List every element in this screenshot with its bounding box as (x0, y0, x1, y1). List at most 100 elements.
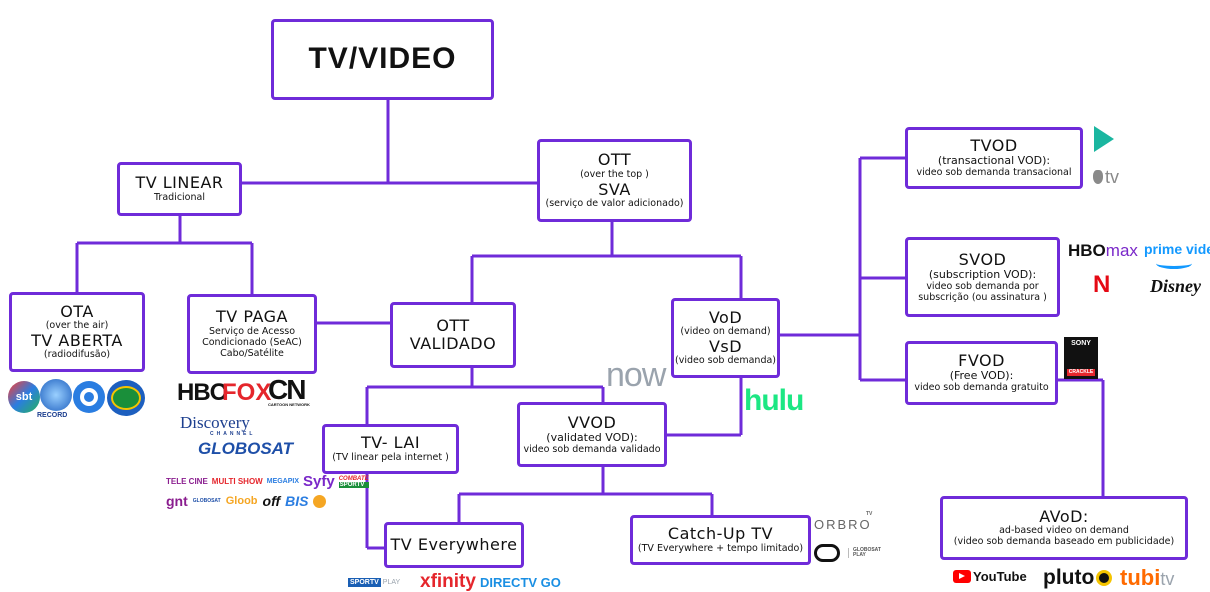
fvod-sub2: video sob demanda gratuito (914, 382, 1049, 394)
vvod-box: VVOD (validated VOD): video sob demanda … (517, 402, 667, 467)
tv-linear-sub: Tradicional (154, 191, 205, 203)
crackle-text: CRACKLE (1066, 369, 1096, 376)
ota-box: OTA (over the air) TV ABERTA (radiodifus… (9, 292, 145, 372)
directv-go-logo: DIRECTV GO (480, 575, 561, 590)
ott-sva-box: OTT (over the top ) SVA (serviço de valo… (537, 139, 692, 222)
globosat-logo: GLOBOSAT (198, 439, 294, 458)
combate-logo: COMBATE SPORTV (338, 476, 369, 488)
sva-title: SVA (598, 179, 631, 199)
record-text: RECORD (37, 412, 68, 419)
cn-sub-text: CARTOON NETWORK (268, 402, 310, 407)
title-box: TV/VIDEO (271, 19, 494, 100)
tv-aberta-title: TV ABERTA (31, 331, 123, 350)
avod-box: AVoD: ad-based video on demand (video so… (940, 496, 1188, 560)
pluto-text: pluto (1043, 566, 1095, 589)
globo-logo (73, 381, 105, 413)
gloob-logo: Gloob (225, 494, 258, 507)
hbo-max-max: max (1105, 241, 1138, 260)
tv-paga-sub2: Condicionado (SeAC) (202, 336, 302, 348)
sbt-text: sbt (15, 390, 33, 403)
ott-validado-box: OTT VALIDADO (390, 302, 516, 368)
hulu-logo: hulu (744, 384, 804, 417)
svod-title: SVOD (958, 249, 1007, 269)
prime-smile-icon (1156, 258, 1192, 269)
cn-text: CN (268, 374, 306, 405)
now-logo: now (606, 356, 666, 394)
catchup-title: Catch-Up TV (667, 524, 774, 544)
catchup-box: Catch-Up TV (TV Everywhere + tempo limit… (630, 515, 811, 565)
svod-box: SVOD (subscription VOD): video sob deman… (905, 237, 1060, 317)
syfy-logo: Syfy (303, 473, 335, 490)
youtube-triangle-icon (959, 573, 965, 579)
record-logo (40, 379, 72, 411)
globosat-play-line2: PLAY (853, 552, 866, 558)
globosat-small-logo: GLOBOSAT (192, 497, 221, 504)
prime-video-logo: prime video (1144, 241, 1210, 257)
telecine-logo: TELE CINE (166, 476, 208, 486)
tv-everywhere-title: TV Everywhere (390, 534, 518, 554)
tvod-title: TVOD (970, 136, 1018, 156)
catchup-sub: (TV Everywhere + tempo limitado) (637, 542, 804, 554)
avod-sub2: (video sob demanda baseado em publicidad… (953, 536, 1175, 548)
youtube-text: YouTube (973, 569, 1027, 584)
cartoon-network-logo: CN CARTOON NETWORK (268, 374, 310, 411)
discovery-text: Discovery (180, 413, 250, 432)
off-logo: off (262, 493, 281, 509)
tvod-sub1: (transactional VOD): (937, 154, 1051, 168)
ott-title: OTT (597, 150, 632, 170)
apple-tv-text: tv (1105, 167, 1120, 187)
play-text: PLAY (382, 579, 401, 586)
svod-sub3: subscrição (ou assinatura ) (918, 291, 1047, 303)
discovery-channel-text: CHANNEL (210, 431, 256, 437)
google-play-icon (1094, 126, 1114, 152)
disney-logo: Disney (1150, 276, 1201, 296)
tvod-sub2: video sob demanda transacional (916, 167, 1072, 179)
fvod-title: FVOD (958, 351, 1005, 371)
tubi-text: tubi (1120, 565, 1161, 590)
avod-title: AVoD: (1039, 506, 1089, 526)
channel-strip-row1: TELE CINE MULTI SHOW MEGAPIX Syfy COMBAT… (166, 474, 369, 489)
svod-sub2: video sob demanda por (926, 280, 1039, 292)
vsd-title: VsD (708, 337, 743, 356)
youtube-play-icon (953, 570, 971, 583)
tv-paga-title: TV PAGA (216, 307, 288, 327)
channel-strip-row2: gnt GLOBOSAT Gloob off BIS (166, 493, 327, 509)
avod-sub1: ad-based video on demand (999, 525, 1129, 537)
ota-sub: (over the air) (45, 320, 109, 332)
sportv-play-text: SPORTV (348, 578, 381, 587)
globosat-play-text: GLOBOSAT PLAY (848, 548, 881, 558)
orbro-tm: TV (866, 511, 873, 517)
hbo-max-hbo: HBO (1068, 241, 1106, 260)
fox-logo: FOX (222, 379, 272, 406)
diagram-title: TV/VIDEO (308, 42, 457, 76)
viva-logo (313, 494, 327, 508)
globosat-play-line1: GLOBOSAT (853, 547, 881, 553)
tubi-logo: tubitv (1120, 567, 1174, 589)
sportv-play-logo: SPORTV PLAY (348, 578, 400, 587)
tv-linear-title: TV LINEAR (135, 173, 224, 193)
fvod-box: FVOD (Free VOD): video sob demanda gratu… (905, 341, 1058, 405)
netflix-logo: N (1093, 271, 1111, 298)
validado-title: VALIDADO (409, 334, 497, 353)
vod-sub: (video on demand) (680, 326, 771, 338)
vvod-title: VVOD (567, 412, 617, 432)
vvod-sub1: (validated VOD): (546, 430, 638, 444)
band-inner-icon (111, 386, 141, 410)
megapix-logo: MEGAPIX (266, 478, 300, 485)
tv-paga-sub3: Cabo/Satélite (220, 347, 284, 359)
ott-validado-title: OTT (436, 315, 470, 335)
ott-sub: (over the top ) (580, 168, 649, 180)
vod-title: VoD (708, 307, 743, 327)
tubi-tv-text: tv (1160, 569, 1175, 589)
sbt-logo: sbt (8, 381, 40, 413)
multishow-logo: MULTI SHOW (211, 476, 263, 486)
ota-title: OTA (60, 301, 94, 321)
sportv-text: SPORTV (338, 481, 369, 488)
pluto-logo: pluto (1043, 566, 1113, 589)
globo-inner-icon (80, 388, 98, 406)
vvod-sub2: video sob demanda validado (523, 443, 661, 455)
svod-sub1: (subscription VOD): (928, 267, 1037, 281)
sva-sub: (serviço de valor adicionado) (545, 197, 684, 209)
discovery-logo: Discovery (180, 414, 250, 432)
